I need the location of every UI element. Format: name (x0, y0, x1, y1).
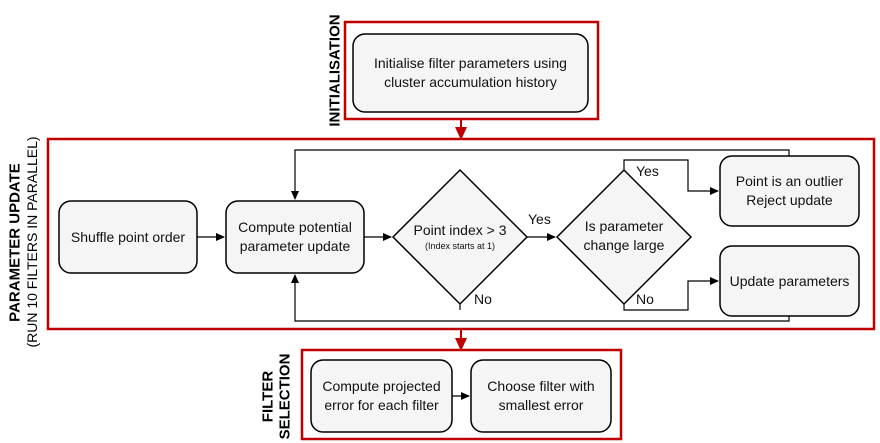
compute-update-node-box (225, 200, 365, 274)
update-params-node-box (719, 245, 860, 317)
shuffle-node-box (58, 200, 198, 274)
large-no-arrow (623, 277, 719, 311)
filter-selection-stage-title-line2: SELECTION (276, 353, 294, 440)
outlier-node-box (719, 155, 860, 227)
index-yes-label: Yes (528, 211, 551, 227)
parameter-update-stage-title: PARAMETER UPDATE (6, 163, 24, 322)
init-node-box (352, 33, 589, 113)
large-change-decision-diamond (555, 168, 693, 306)
large-yes-label: Yes (636, 163, 659, 179)
choose-filter-node-box (470, 359, 612, 433)
parameter-update-stage-subtitle: (RUN 10 FILTERS IN PARALLEL) (24, 136, 40, 348)
large-yes-arrow (623, 159, 719, 195)
initialisation-stage-title: INITIALISATION (326, 14, 344, 127)
filter-selection-stage-title-line1: FILTER (259, 370, 277, 423)
initialisation-stage-frame (343, 20, 600, 121)
index-decision-diamond (391, 168, 529, 306)
update-loop-arrow (291, 274, 790, 322)
projected-error-node-box (310, 359, 453, 433)
outlier-loop-arrow (291, 149, 790, 200)
index-no-label: No (474, 291, 492, 307)
large-no-label: No (636, 291, 654, 307)
